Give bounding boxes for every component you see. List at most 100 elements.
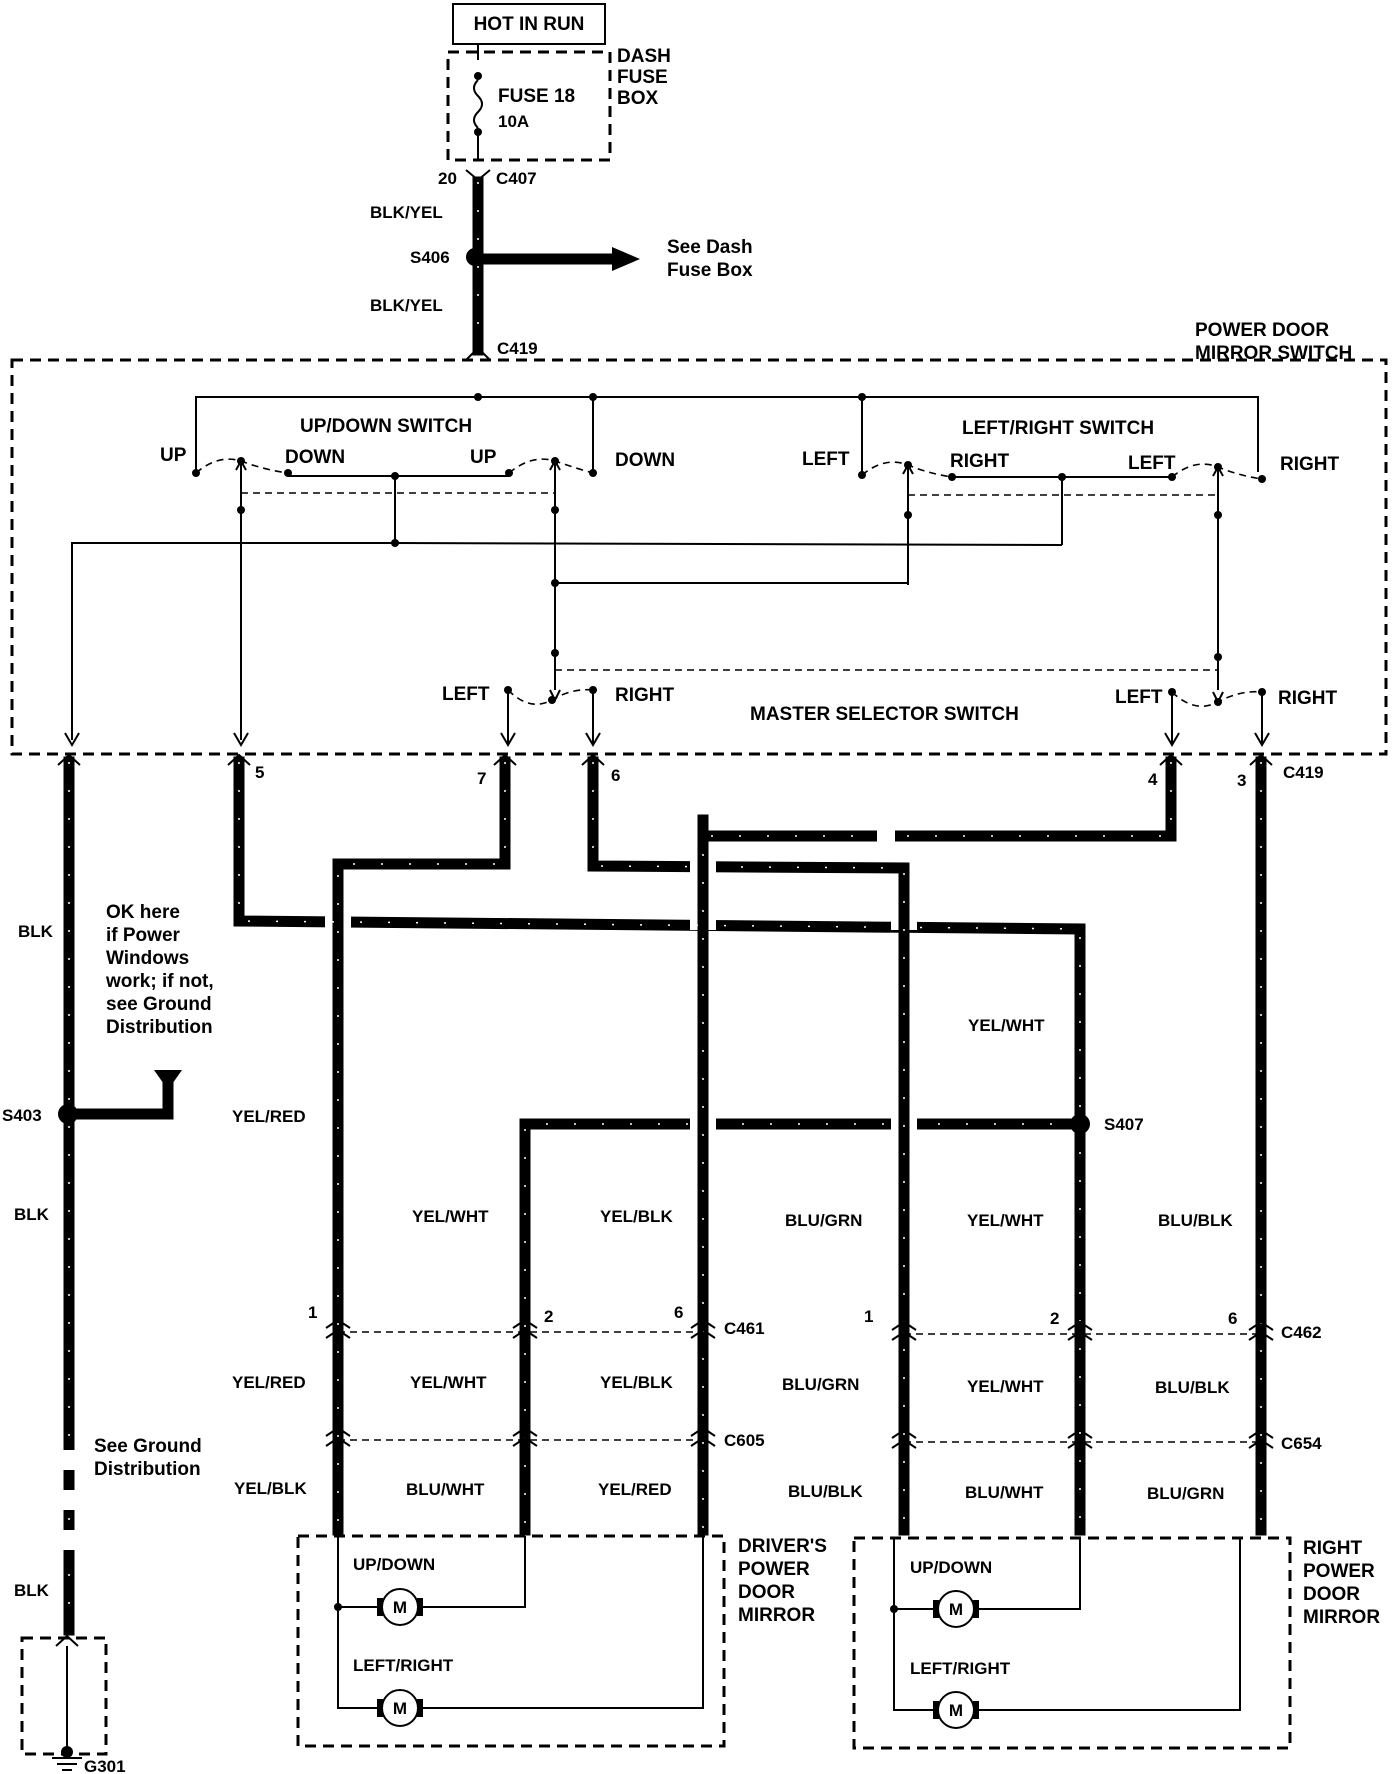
s403-label: S403 bbox=[2, 1106, 42, 1125]
c419-pin-6: 6 bbox=[611, 766, 620, 785]
s406-label: S406 bbox=[410, 248, 450, 267]
blk-label-1: BLK bbox=[18, 922, 54, 941]
ground-symbol-icon bbox=[52, 1757, 82, 1771]
updown-up-label-2: UP bbox=[470, 447, 497, 468]
blk-yel-label-2: BLK/YEL bbox=[370, 296, 443, 315]
g301-label: G301 bbox=[84, 1757, 126, 1774]
c461-pin-6: 6 bbox=[674, 1303, 683, 1322]
blu-wht-label-2: BLU/WHT bbox=[965, 1483, 1044, 1502]
updown-down-label-1: DOWN bbox=[285, 447, 345, 468]
drivers-mirror-box bbox=[296, 1534, 726, 1748]
updown-up-label-1: UP bbox=[160, 445, 187, 466]
c461-pin-2: 2 bbox=[544, 1307, 553, 1326]
leftright-switch-title: LEFT/RIGHT SWITCH bbox=[962, 418, 1154, 439]
c419-pin-4: 4 bbox=[1148, 770, 1158, 789]
ground-box bbox=[20, 1636, 108, 1756]
c605-label: C605 bbox=[724, 1431, 765, 1450]
c419-top-label: C419 bbox=[497, 339, 538, 358]
lr-right-label-2: RIGHT bbox=[1280, 454, 1340, 475]
right-updown-label: UP/DOWN bbox=[910, 1558, 992, 1577]
s407-label: S407 bbox=[1104, 1115, 1144, 1134]
c419-pin-7: 7 bbox=[477, 769, 486, 788]
fuse-18-symbol bbox=[473, 79, 483, 129]
driver-leftright-motor-icon: M bbox=[377, 1689, 423, 1727]
yel-blk-label-1: YEL/BLK bbox=[600, 1207, 673, 1226]
c461-label: C461 bbox=[724, 1319, 765, 1338]
c419-pin-5: 5 bbox=[255, 763, 264, 782]
blu-blk-label-1: BLU/BLK bbox=[1158, 1211, 1233, 1230]
yel-red-label-3: YEL/RED bbox=[598, 1480, 672, 1499]
c462-pin-6: 6 bbox=[1228, 1309, 1237, 1328]
blk-yel-label-1: BLK/YEL bbox=[370, 203, 443, 222]
yel-red-label-1: YEL/RED bbox=[232, 1107, 306, 1126]
c407-pin: 20 bbox=[438, 169, 457, 188]
yel-blk-label-2: YEL/BLK bbox=[600, 1373, 673, 1392]
c419-bottom-label: C419 bbox=[1283, 763, 1324, 782]
lr-right-label-1: RIGHT bbox=[950, 451, 1010, 472]
arrow-right-icon bbox=[612, 247, 640, 271]
blu-wht-label-1: BLU/WHT bbox=[406, 1480, 485, 1499]
blu-grn-label-1: BLU/GRN bbox=[785, 1211, 862, 1230]
driver-updown-label: UP/DOWN bbox=[353, 1555, 435, 1574]
c462-connector bbox=[891, 1320, 1274, 1341]
s407-splice bbox=[1070, 1114, 1090, 1134]
blu-grn-label-2: BLU/GRN bbox=[782, 1375, 859, 1394]
right-mirror-box bbox=[852, 1536, 1292, 1750]
yel-red-label-2: YEL/RED bbox=[232, 1373, 306, 1392]
updown-switch-title: UP/DOWN SWITCH bbox=[300, 416, 472, 437]
lr-left-label-2: LEFT bbox=[1128, 453, 1176, 474]
c462-label: C462 bbox=[1281, 1323, 1322, 1342]
c654-connector bbox=[891, 1428, 1274, 1449]
right-updown-motor-icon: M bbox=[933, 1590, 979, 1628]
hot-in-run-box bbox=[452, 3, 606, 45]
blk-label-3: BLK bbox=[14, 1581, 50, 1600]
dash-fuse-box bbox=[446, 50, 612, 162]
blu-grn-label-3: BLU/GRN bbox=[1147, 1484, 1224, 1503]
yel-blk-label-3: YEL/BLK bbox=[234, 1479, 307, 1498]
master-right-label-2: RIGHT bbox=[1278, 688, 1338, 709]
master-right-label-1: RIGHT bbox=[615, 685, 675, 706]
harness-wires bbox=[62, 756, 1267, 1636]
yel-wht-label-1: YEL/WHT bbox=[968, 1016, 1045, 1035]
hot-in-run-label: HOT IN RUN bbox=[474, 14, 585, 35]
c462-pin-1: 1 bbox=[864, 1307, 873, 1326]
svg-text:M: M bbox=[949, 1600, 963, 1619]
fuse-18-label: FUSE 18 bbox=[498, 86, 575, 107]
fuse-18-rating: 10A bbox=[498, 112, 529, 131]
driver-updown-motor-icon: M bbox=[377, 1588, 423, 1626]
svg-text:M: M bbox=[393, 1598, 407, 1617]
c419-top-connector bbox=[465, 346, 491, 361]
driver-leftright-label: LEFT/RIGHT bbox=[353, 1656, 454, 1675]
lr-left-label-1: LEFT bbox=[802, 449, 850, 470]
power-door-mirror-switch-box bbox=[10, 358, 1388, 756]
yel-wht-label-2: YEL/WHT bbox=[412, 1207, 489, 1226]
c654-label: C654 bbox=[1281, 1434, 1322, 1453]
c419-bottom-connector bbox=[57, 753, 1273, 766]
master-left-label-2: LEFT bbox=[1115, 687, 1163, 708]
master-selector-title: MASTER SELECTOR SWITCH bbox=[750, 704, 1019, 725]
yel-wht-label-3: YEL/WHT bbox=[967, 1211, 1044, 1230]
c461-pin-1: 1 bbox=[308, 1303, 317, 1322]
svg-text:M: M bbox=[393, 1699, 407, 1718]
blu-blk-label-3: BLU/BLK bbox=[788, 1482, 863, 1501]
yel-wht-label-4: YEL/WHT bbox=[410, 1373, 487, 1392]
c605-connector bbox=[325, 1426, 716, 1447]
c407-label: C407 bbox=[496, 169, 537, 188]
right-leftright-label: LEFT/RIGHT bbox=[910, 1659, 1011, 1678]
yel-wht-label-5: YEL/WHT bbox=[967, 1377, 1044, 1396]
master-left-label-1: LEFT bbox=[442, 684, 490, 705]
right-leftright-motor-icon: M bbox=[933, 1691, 979, 1729]
triangle-down-icon bbox=[154, 1070, 182, 1090]
blu-blk-label-2: BLU/BLK bbox=[1155, 1378, 1230, 1397]
c461-connector bbox=[325, 1318, 716, 1339]
c462-pin-2: 2 bbox=[1050, 1309, 1059, 1328]
updown-down-label-2: DOWN bbox=[615, 450, 675, 471]
